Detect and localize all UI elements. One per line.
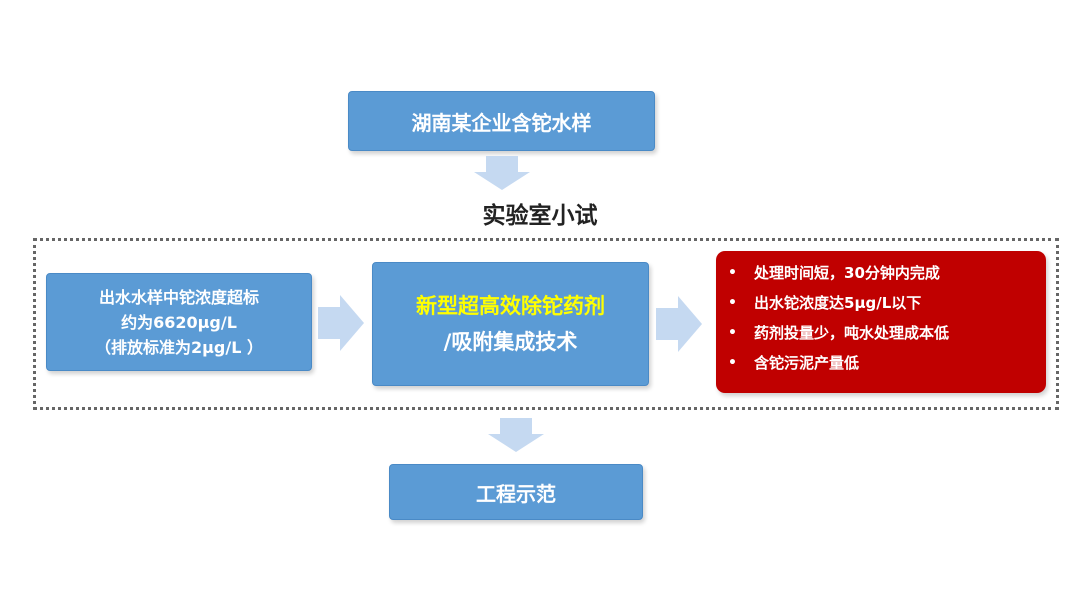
demonstration-box: 工程示范 [389,464,643,520]
bullet-icon: • [728,295,737,311]
effluent-line-3: （排放标准为2μg/L ） [95,337,263,357]
benefit-text: 药剂投量少，吨水处理成本低 [754,324,950,342]
technology-highlight: 新型超高效除铊药剂 [416,294,605,318]
effluent-line-1: 出水水样中铊浓度超标 [98,287,259,307]
lab-test-frame [33,238,1059,410]
benefit-text: 含铊污泥产量低 [754,354,860,372]
bullet-icon: • [728,325,737,341]
effluent-concentration-box: 出水水样中铊浓度超标 约为6620μg/L （排放标准为2μg/L ） [46,273,312,371]
demonstration-label: 工程示范 [476,481,556,506]
list-item: • 含铊污泥产量低 [728,352,1046,382]
bullet-icon: • [728,355,737,371]
benefits-box: • 处理时间短，30分钟内完成 • 出水铊浓度达5μg/L以下 • 药剂投量少，吨水处… [716,251,1046,393]
down-arrow-top [474,156,530,190]
lab-test-label: 实验室小试 [482,203,598,229]
right-arrow-1 [318,295,364,351]
list-item: • 药剂投量少，吨水处理成本低 [728,322,1046,352]
benefit-text: 出水铊浓度达5μg/L以下 [754,294,922,312]
source-sample-box: 湖南某企业含铊水样 [348,91,655,151]
down-arrow-bottom [488,418,544,452]
benefit-text: 处理时间短，30分钟内完成 [754,264,940,282]
technology-box: 新型超高效除铊药剂 /吸附集成技术 [372,262,649,386]
right-arrow-2 [656,296,702,352]
benefits-list: • 处理时间短，30分钟内完成 • 出水铊浓度达5μg/L以下 • 药剂投量少，吨水处… [728,262,1046,382]
bullet-icon: • [728,265,737,281]
effluent-line-2: 约为6620μg/L [121,312,237,332]
technology-subtitle: /吸附集成技术 [443,330,578,354]
source-sample-label: 湖南某企业含铊水样 [411,110,592,135]
list-item: • 出水铊浓度达5μg/L以下 [728,292,1046,322]
list-item: • 处理时间短，30分钟内完成 [728,262,1046,292]
